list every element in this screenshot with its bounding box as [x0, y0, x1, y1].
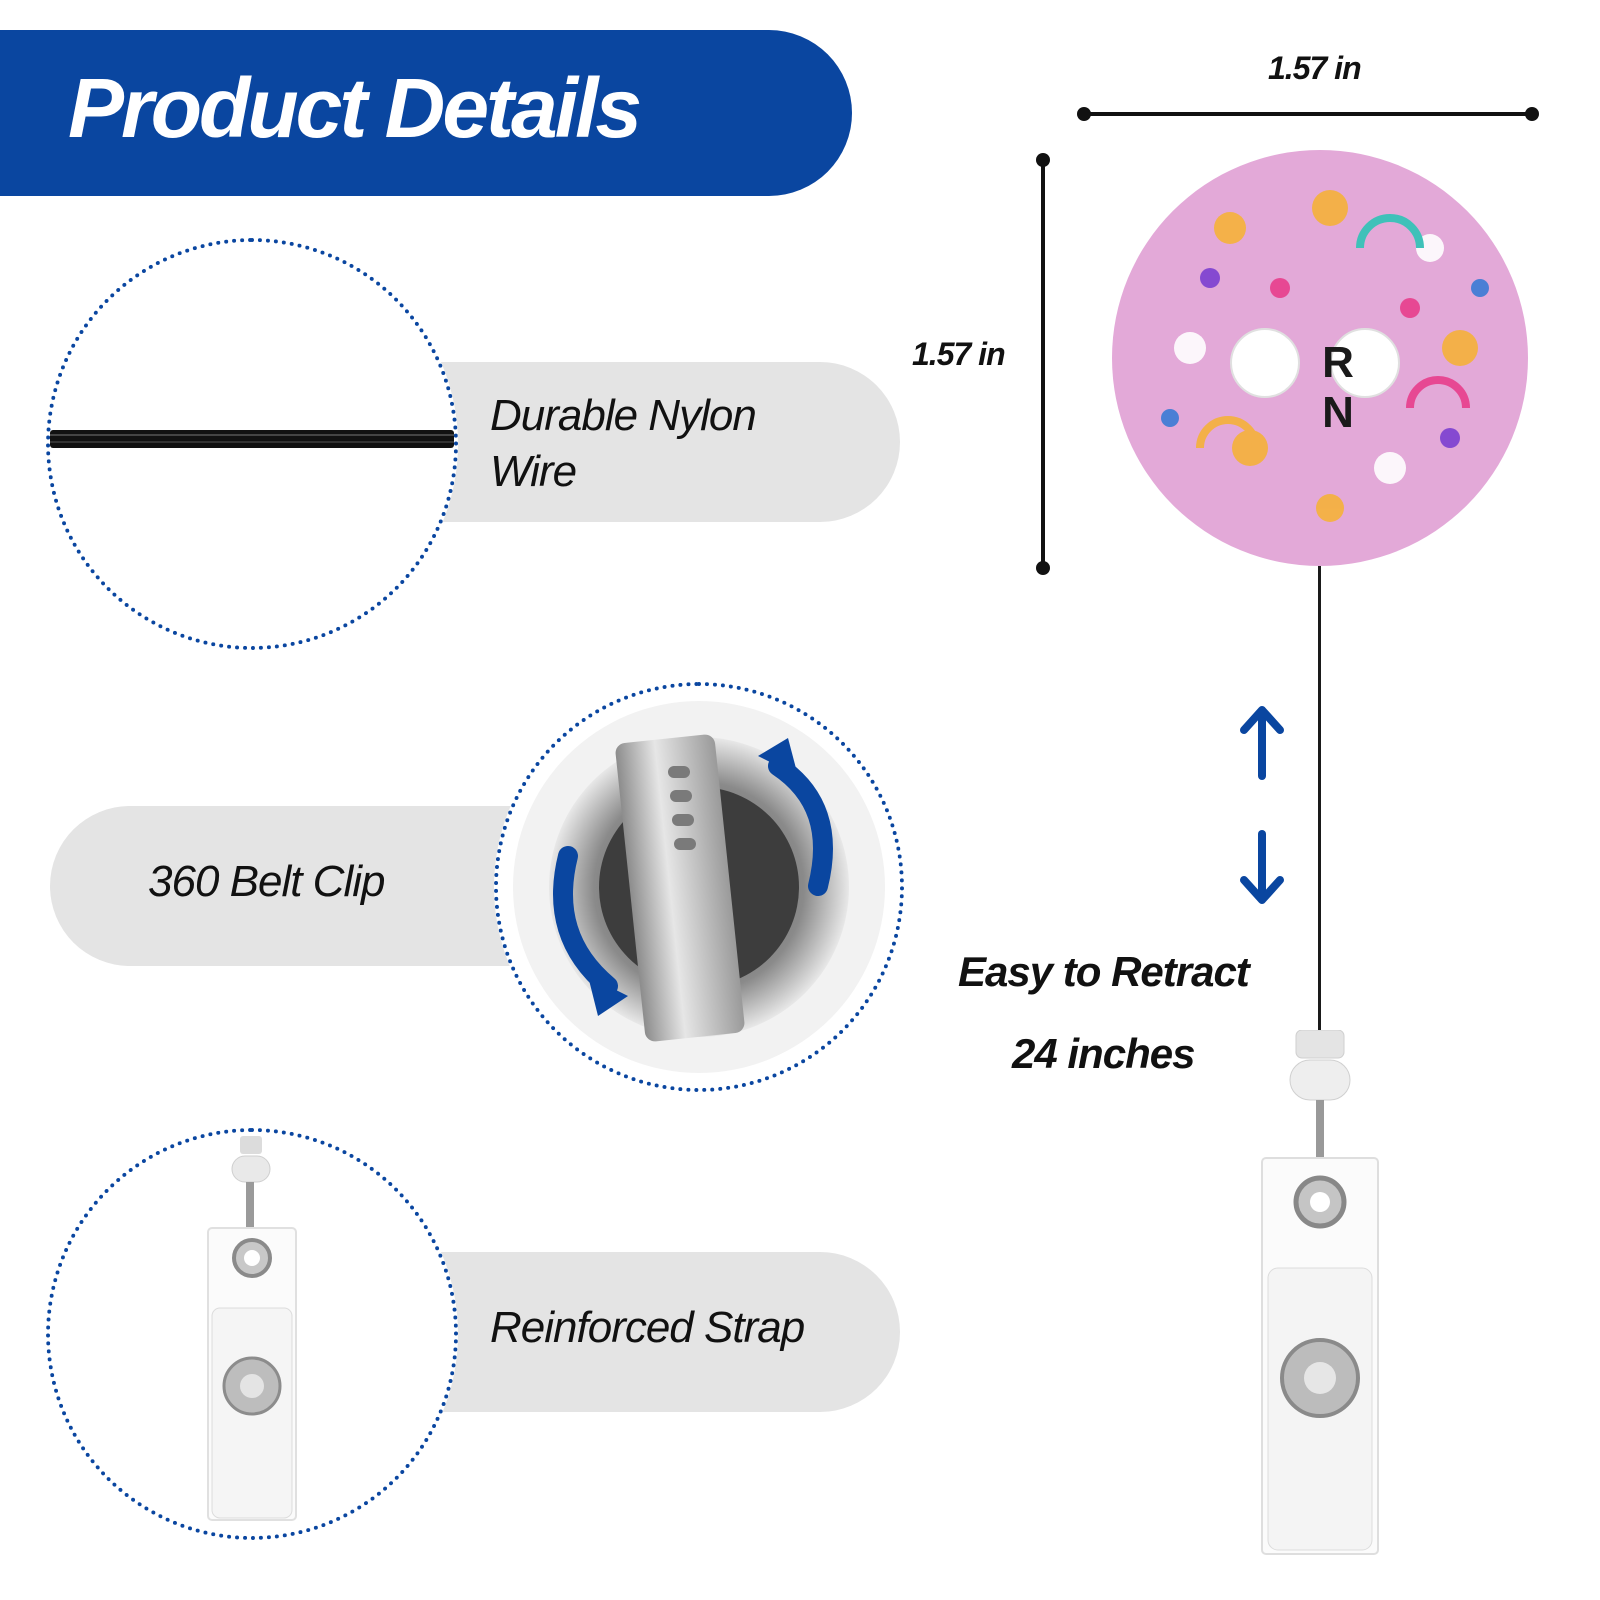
rotate-arrows-icon [553, 738, 833, 1016]
feature-circle-nylon-wire [46, 238, 458, 650]
strap-image [207, 1136, 297, 1521]
nylon-wire-image [50, 430, 454, 448]
belt-clip-image [513, 701, 885, 1073]
badge-reel-front [1112, 150, 1528, 566]
feature-label-line2: Wire [490, 447, 577, 496]
width-dimension-line [1077, 107, 1539, 121]
badge-text: R N [1322, 338, 1400, 437]
feature-label-strap: Reinforced Strap [490, 1303, 805, 1352]
page-title: Product Details [68, 61, 642, 155]
height-label: 1.57 in [912, 336, 1006, 372]
feature-circle-strap [46, 1128, 458, 1540]
retract-length: 24 inches [1012, 1030, 1195, 1077]
retract-label: Easy to Retract [958, 948, 1250, 995]
width-label: 1.57 in [1268, 50, 1362, 86]
retract-wire [1318, 566, 1321, 1046]
product-strap [1261, 1030, 1379, 1555]
up-arrow-icon [1240, 706, 1284, 780]
down-arrow-icon [1240, 830, 1284, 904]
header-banner [0, 30, 852, 196]
feature-label-belt-clip: 360 Belt Clip [148, 857, 385, 906]
feature-circle-belt-clip [494, 682, 904, 1092]
height-dimension-line [1036, 153, 1050, 575]
feature-label-line1: Durable Nylon [490, 391, 757, 440]
feature-label-nylon-wire: Durable Nylon Wire [490, 388, 870, 500]
